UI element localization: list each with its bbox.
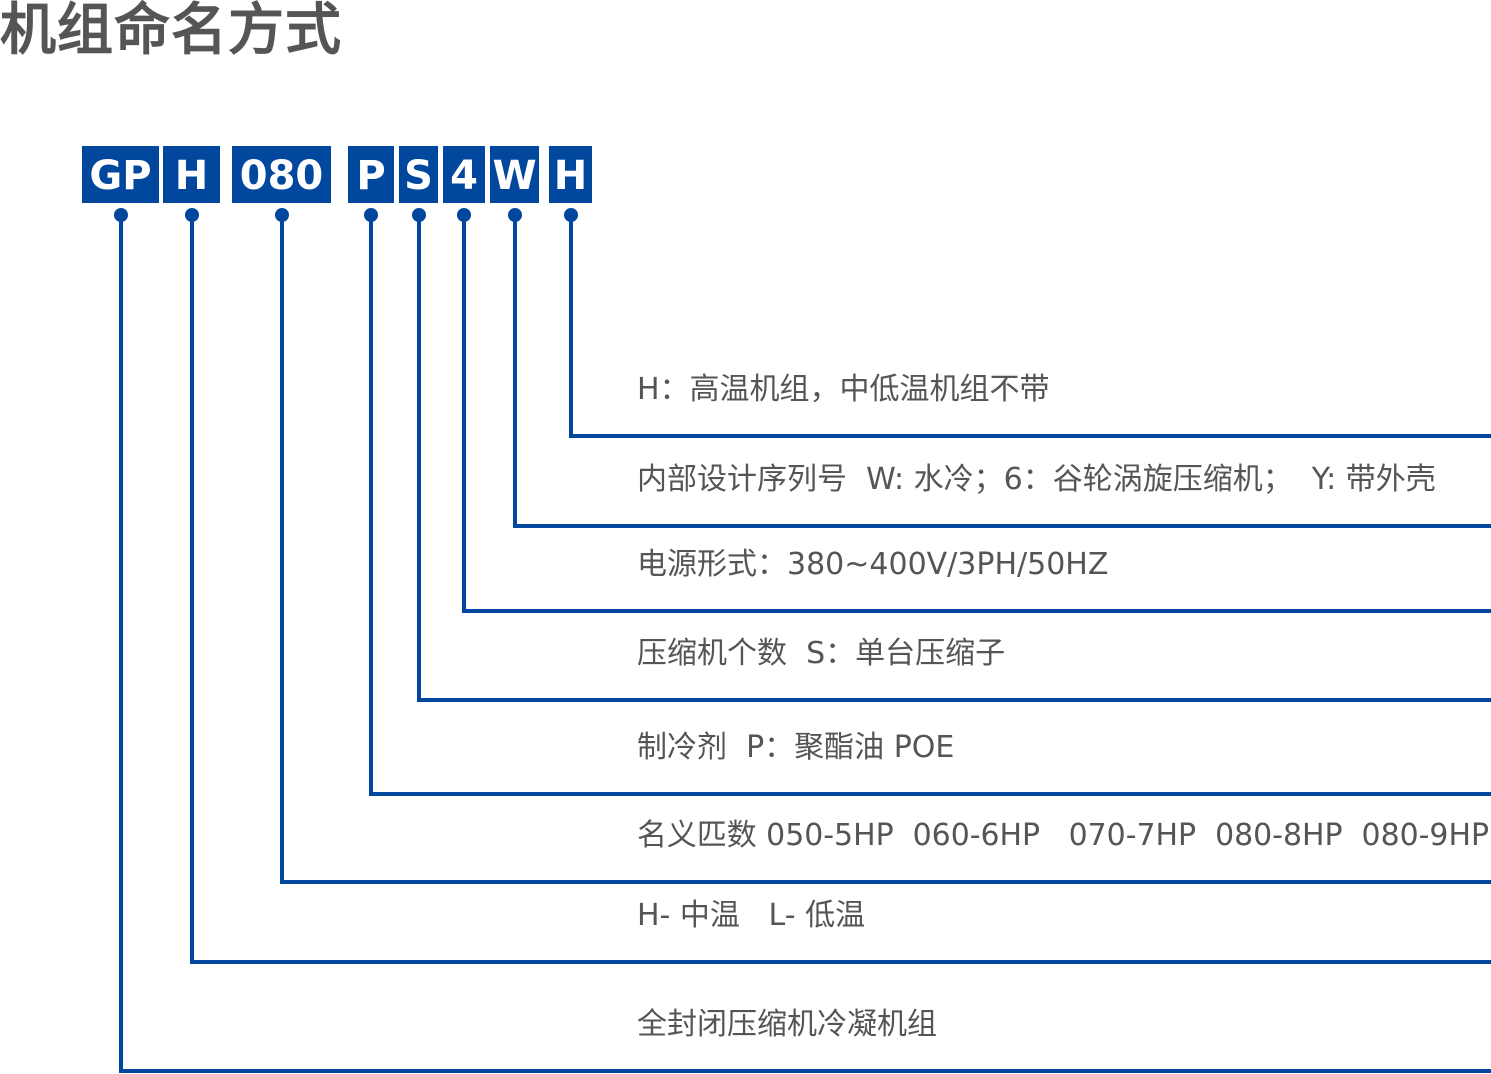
description-h-high: H：高温机组，中低温机组不带 [637,372,1050,407]
code-box-w: W [490,146,539,203]
code-box-bg [490,146,539,203]
connector-line-s [417,215,1491,702]
code-box-bg [82,146,159,203]
code-box-bg [232,146,331,203]
description-080: 名义匹数 050-5HP 060-6HP 070-7HP 080-8HP 080… [637,818,1489,853]
code-box-h-high: H [549,146,592,203]
connector-line-4 [462,215,1491,613]
connector-line-w [513,215,1491,528]
code-box-gp: GP [82,146,159,203]
descriptions: 全封闭压缩机冷凝机组 H- 中温 L- 低温 名义匹数 050-5HP 060-6H… [637,372,1489,1042]
connector-line-080 [280,215,1491,884]
description-s: 压缩机个数 S：单台压缩子 [637,636,1005,671]
description-w: 内部设计序列号 W: 水冷；6：谷轮涡旋压缩机； Y: 带外壳 [637,462,1436,497]
code-box-bg [163,146,220,203]
code-box-label: P [356,153,385,199]
code-box-4: 4 [443,146,485,203]
code-box-label: 4 [450,153,478,199]
connector-line-p [369,215,1491,796]
code-box-bg [399,146,438,203]
connector-line-gp [119,215,1491,1073]
code-box-s: S [399,146,438,203]
code-box-label: 080 [240,153,324,199]
code-box-label: W [492,153,536,199]
description-p: 制冷剂 P：聚酯油 POE [637,730,954,765]
code-box-label: S [404,153,433,199]
description-h-temp: H- 中温 L- 低温 [637,898,865,933]
description-4: 电源形式：380~400V/3PH/50HZ [637,547,1108,582]
code-box-p: P [348,146,394,203]
connector-line-h-high [569,215,1491,438]
connector-line-h-temp [190,215,1491,964]
code-box-080: 080 [232,146,331,203]
code-box-bg [443,146,485,203]
connector-lines [114,208,1491,1073]
code-box-h-temp: H [163,146,220,203]
description-gp: 全封闭压缩机冷凝机组 [637,1007,937,1042]
code-box-bg [549,146,592,203]
code-box-label: H [175,153,208,199]
code-box-label: GP [89,153,151,199]
code-box-bg [348,146,394,203]
page-title: 机组命名方式 [0,0,342,63]
code-box-label: H [554,153,587,199]
